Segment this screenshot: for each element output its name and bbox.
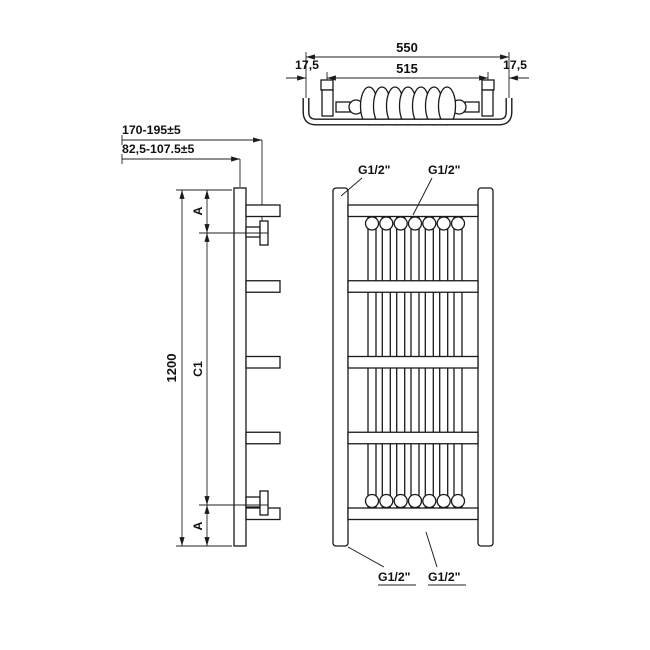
crossbar [347,507,479,521]
leader-line [347,546,385,568]
top-view-bellows [335,86,480,126]
knob [422,493,437,509]
front-rail-left [332,187,349,547]
front-view: G1/2" G1/2" G1/2" G1/2" [332,163,494,586]
dim-depth-range: 170-195±5 [122,123,181,137]
knob [393,216,408,231]
crossbars [347,204,479,521]
pipe-stub-right [464,101,480,113]
crossbar [347,204,479,218]
knob [436,493,451,509]
dim-offset-right: 17,5 [503,58,527,72]
knob [450,493,466,509]
crossbar [347,431,479,445]
bracket-pad-right [481,79,495,91]
bar-stub [245,204,281,218]
bracket-arm-top [245,226,261,238]
side-view: 170-195±5 82,5-107.5±5 1200 A C1 A [121,123,281,547]
label-span-bottom: A [191,521,205,530]
dim-bracket-depth-range: 82,5-107.5±5 [122,142,195,156]
conn-label-bottom-left: G1/2" [378,570,411,584]
bar-stub [245,355,281,369]
bracket-pad-bottom [259,490,269,516]
top-view-brackets [320,79,495,117]
knob [364,493,380,509]
collector-knobs [364,216,466,509]
label-span-middle: C1 [191,361,205,377]
conn-label-top-left: G1/2" [358,163,391,177]
knob [422,216,437,231]
bracket-arm-bottom [245,496,261,508]
leader-line [340,177,363,197]
side-rail-plate [233,187,247,547]
conn-label-top-right: G1/2" [428,163,461,177]
dim-overall-width: 550 [396,40,418,55]
dim-inner-width: 515 [396,61,418,76]
connection-labels: G1/2" G1/2" G1/2" G1/2" [340,163,466,586]
dim-offset-left: 17,5 [295,58,319,72]
crossbar [347,280,479,293]
dim-height: 1200 [164,354,179,383]
front-rail-right [477,187,494,547]
bar-stub [245,280,281,293]
knob [364,216,380,231]
knob [450,216,466,231]
towel-bar-inner [303,98,512,125]
leader-line [425,531,438,568]
pipe-stub-left [335,101,351,113]
knob [436,216,451,231]
bracket-body-right [481,89,494,117]
label-span-top: A [191,206,205,215]
knob [407,216,423,231]
crossbar [347,355,479,369]
bar-stub [245,431,281,445]
knob [393,493,408,509]
top-view-towel-bar [302,98,513,126]
conn-label-bottom-right: G1/2" [428,570,461,584]
bracket-body-left [321,89,334,117]
knob [379,493,394,509]
leader-line [412,177,433,216]
top-view: 550 515 17,5 17,5 [286,40,529,126]
knob [379,216,394,231]
bracket-pad-left [320,79,334,91]
knob [407,493,423,509]
